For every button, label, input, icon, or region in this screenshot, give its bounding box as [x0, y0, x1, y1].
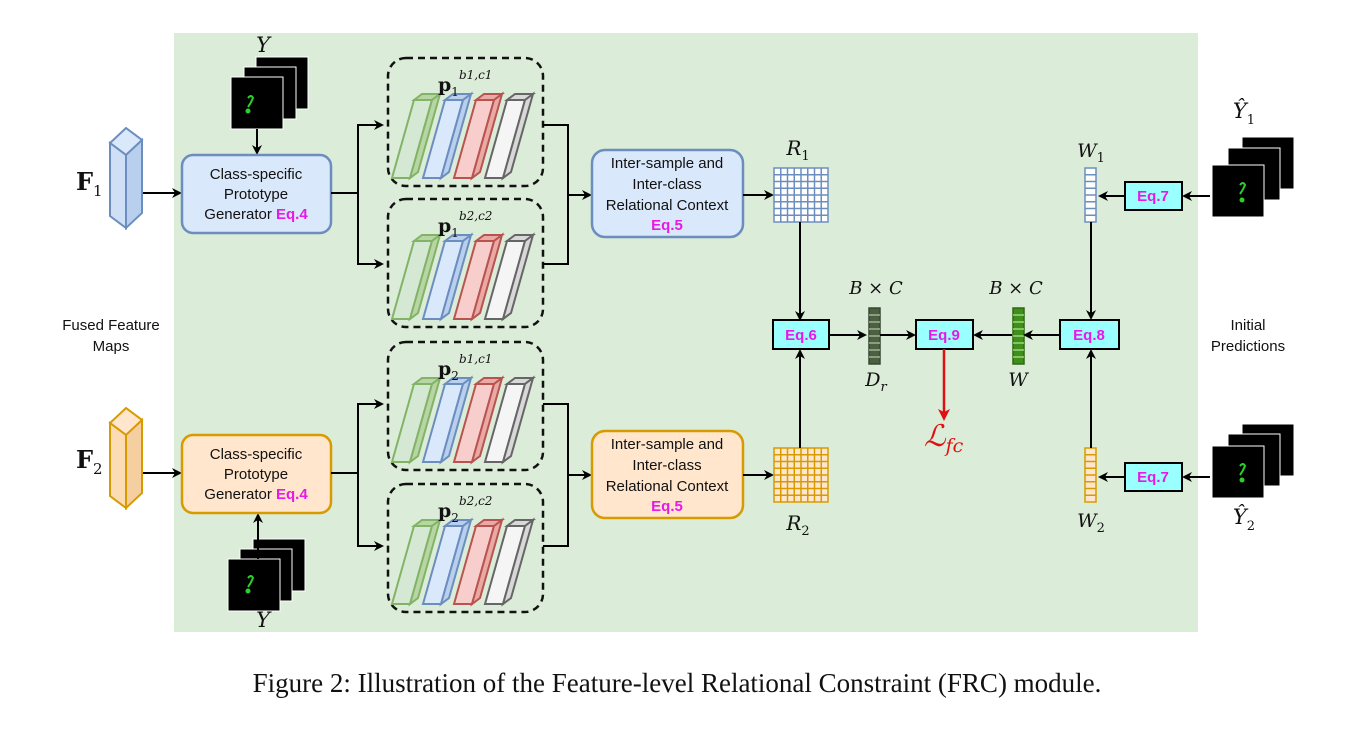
prototype-slab-3	[452, 517, 505, 607]
context-bottom-line1: Inter-sample and	[611, 436, 724, 453]
yhat1-label: Ŷ1	[1233, 99, 1255, 128]
y-label-bottom: Y	[256, 608, 272, 632]
eq9-label: Eq.9	[928, 327, 960, 344]
prototype-label-3: p2b1,c1	[438, 352, 492, 383]
prototype-slab-3	[452, 91, 505, 181]
bc-right-label: B × C	[988, 278, 1043, 299]
prototype-slab-2	[421, 91, 474, 181]
eq7-top-label: Eq.7	[1137, 188, 1169, 205]
figure-caption: Figure 2: Illustration of the Feature-le…	[252, 668, 1102, 698]
prototype-group-4: p2b2,c2	[386, 482, 545, 614]
prototype-groups: p1b1,c1 p1b2,c2 p2b1,c1 p2b2,c2	[386, 56, 545, 614]
r2-label: R2	[785, 511, 809, 539]
fused-feature-maps-label-line1: Fused Feature	[62, 317, 160, 334]
generator-bottom-line3: Generator Eq.4	[204, 486, 308, 503]
generator-bottom-line2: Prototype	[224, 466, 288, 483]
context-box-top	[590, 148, 745, 239]
label-mask-stack-top	[230, 56, 309, 130]
eq6-box	[772, 319, 830, 350]
generator-top-line3: Generator Eq.4	[204, 206, 308, 223]
f1-feature-map	[108, 126, 144, 231]
generator-top-line1: Class-specific	[210, 166, 303, 183]
context-top-line2: Inter-class	[632, 176, 701, 193]
eq7-bottom-label: Eq.7	[1137, 469, 1169, 486]
context-bottom-eq: Eq.5	[651, 498, 683, 515]
prototype-group-1: p1b1,c1	[386, 56, 545, 188]
prototype-slab-3	[452, 232, 505, 322]
eq7-box-top	[1124, 181, 1183, 211]
y-label-top: Y	[256, 33, 272, 57]
prototype-slab-1	[390, 517, 443, 607]
prototype-slab-4	[483, 375, 536, 465]
context-bottom-line2: Inter-class	[632, 457, 701, 474]
r1-label: R1	[785, 136, 809, 164]
bc-left-label: B × C	[848, 278, 903, 299]
generator-bottom-line1: Class-specific	[210, 446, 303, 463]
relational-matrix-r2	[773, 447, 829, 503]
prototype-label-1: p1b1,c1	[438, 68, 492, 99]
diagram-background-panel	[174, 33, 1198, 632]
w1-vector	[1084, 167, 1097, 223]
initial-predictions-label-line1: Initial	[1230, 317, 1265, 334]
eq8-label: Eq.8	[1073, 327, 1105, 344]
prototype-slab-2	[421, 375, 474, 465]
context-top-eq: Eq.5	[651, 217, 683, 234]
relational-matrix-r1	[773, 167, 829, 223]
prototype-slab-4	[483, 517, 536, 607]
f2-label: F2	[76, 445, 103, 478]
prototype-label-4: p2b2,c2	[438, 494, 492, 525]
prototype-label-2: p1b2,c2	[438, 209, 492, 240]
prototype-slab-4	[483, 232, 536, 322]
prototype-group-3: p2b1,c1	[386, 340, 545, 472]
prototype-slab-2	[421, 517, 474, 607]
f2-feature-map	[108, 406, 144, 511]
initial-predictions-label-line2: Predictions	[1211, 338, 1285, 355]
prototype-slab-2	[421, 232, 474, 322]
prototype-slab-1	[390, 232, 443, 322]
w2-label: W2	[1077, 510, 1105, 536]
w1-label: W1	[1077, 140, 1105, 166]
prototype-slab-4	[483, 91, 536, 181]
yhat2-label: Ŷ2	[1233, 505, 1255, 534]
arrow-gen-top-to-proto-2	[357, 193, 384, 269]
arrow-gen-bottom-to-proto-3	[331, 399, 384, 474]
prediction-stack-top	[1211, 136, 1295, 218]
fused-feature-maps-label-line2: Maps	[93, 338, 130, 355]
context-top-line1: Inter-sample and	[611, 155, 724, 172]
prototype-slab-1	[390, 91, 443, 181]
w-vector	[1012, 307, 1025, 365]
dr-vector	[868, 307, 881, 365]
label-mask-stack-bottom	[227, 538, 306, 612]
w2-vector	[1084, 447, 1097, 503]
context-top-line3: Relational Context	[606, 197, 729, 214]
prototype-slab-3	[452, 375, 505, 465]
context-bottom-line3: Relational Context	[606, 478, 729, 495]
eq7-box-bottom	[1124, 462, 1183, 492]
w-label: W	[1008, 369, 1029, 391]
arrow-gen-bottom-to-proto-4	[357, 473, 384, 551]
eq6-label: Eq.6	[785, 327, 817, 344]
arrow-gen-top-to-proto-1	[331, 120, 384, 194]
dr-label: Dr	[864, 369, 887, 395]
prediction-stack-bottom	[1211, 423, 1295, 499]
loss-label: ℒfc	[924, 419, 964, 457]
prototype-slab-1	[390, 375, 443, 465]
generator-top-line2: Prototype	[224, 186, 288, 203]
f1-label: F1	[76, 167, 103, 200]
prototype-group-2: p1b2,c2	[386, 197, 545, 329]
